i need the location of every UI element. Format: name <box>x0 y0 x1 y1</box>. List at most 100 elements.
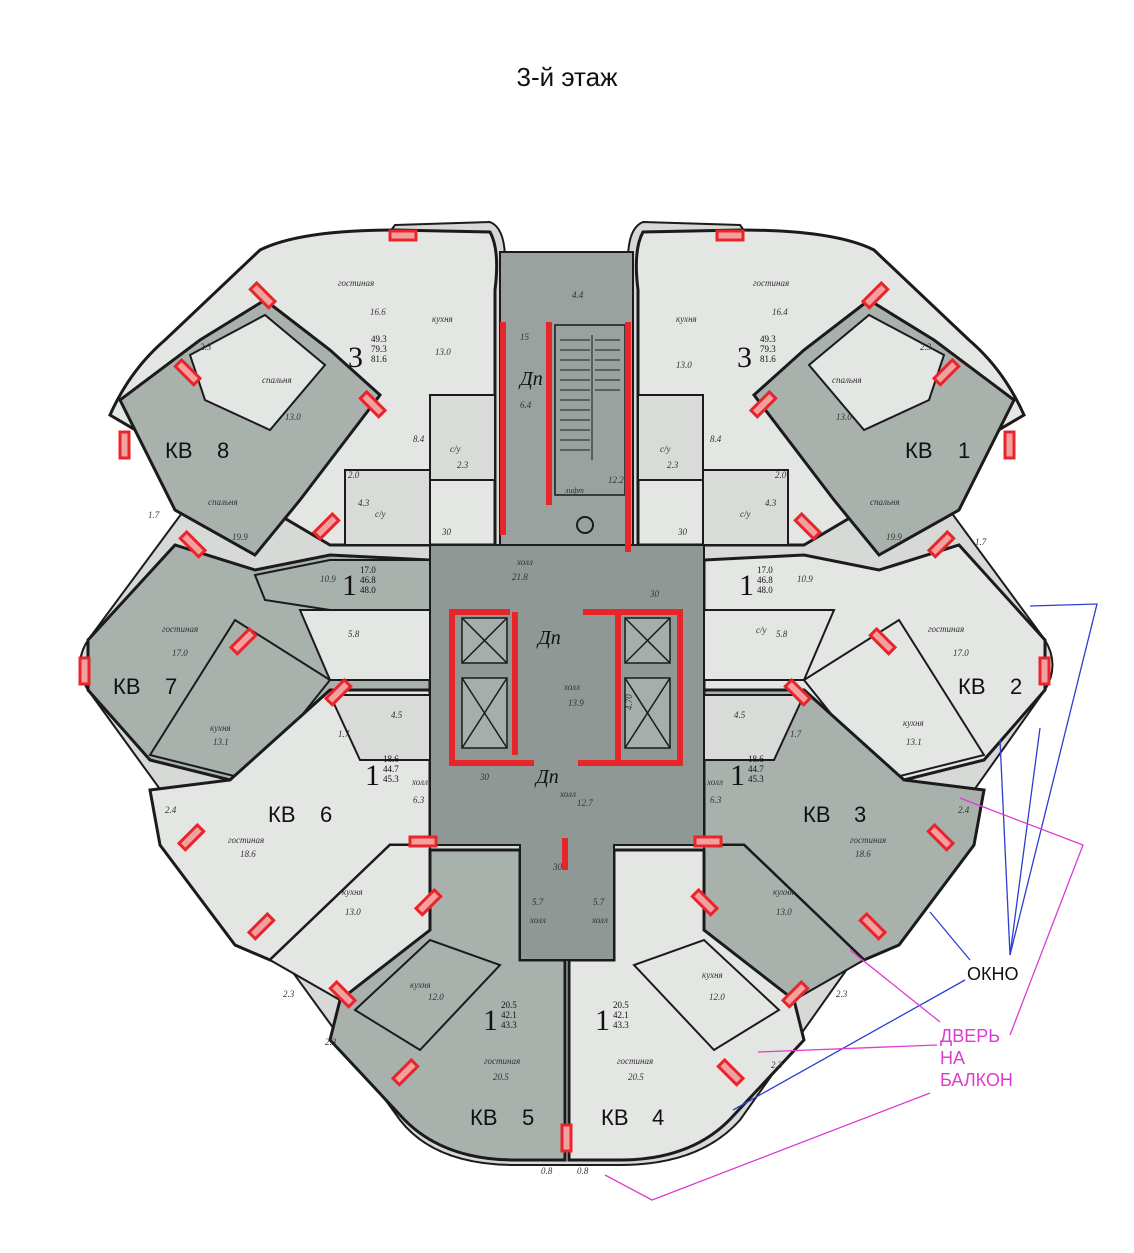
svg-text:2.3: 2.3 <box>325 1037 337 1047</box>
svg-text:1: 1 <box>730 759 745 792</box>
svg-text:холл: холл <box>411 777 428 787</box>
room-annotations: гостиная 16.6 кухня 13.0 спальня 13.0 2.… <box>148 278 987 1176</box>
svg-text:46.8: 46.8 <box>757 575 773 585</box>
svg-text:15: 15 <box>520 332 530 342</box>
svg-text:кухня: кухня <box>432 314 453 324</box>
apartment-6 <box>148 688 432 1002</box>
svg-text:42.1: 42.1 <box>613 1010 629 1020</box>
lift-shafts <box>461 617 671 749</box>
svg-text:5.7: 5.7 <box>593 897 605 907</box>
svg-text:20.5: 20.5 <box>613 1000 629 1010</box>
svg-text:кухня: кухня <box>210 723 231 733</box>
apt-2-label: КВ <box>958 674 986 699</box>
svg-text:18.6: 18.6 <box>383 754 399 764</box>
svg-text:48.0: 48.0 <box>360 585 376 595</box>
svg-text:4.4: 4.4 <box>572 290 584 300</box>
apt-7-label: КВ <box>113 674 141 699</box>
svg-text:19.9: 19.9 <box>232 532 248 542</box>
svg-text:холл: холл <box>559 789 576 799</box>
svg-text:30: 30 <box>441 527 452 537</box>
svg-text:спальня: спальня <box>262 375 292 385</box>
svg-text:19.9: 19.9 <box>886 532 902 542</box>
legend-door-1: ДВЕРЬ <box>940 1026 1000 1046</box>
svg-text:с/у: с/у <box>375 509 386 519</box>
svg-text:гостиная: гостиная <box>162 624 198 634</box>
apt-3-label: КВ <box>803 802 831 827</box>
svg-text:48.0: 48.0 <box>757 585 773 595</box>
svg-text:гостиная: гостиная <box>753 278 789 288</box>
svg-text:30: 30 <box>677 527 688 537</box>
svg-text:холл: холл <box>563 682 580 692</box>
page-title: 3-й этаж <box>516 62 618 92</box>
svg-text:1: 1 <box>739 569 754 602</box>
svg-text:кухня: кухня <box>903 718 924 728</box>
svg-text:49.3: 49.3 <box>760 334 776 344</box>
svg-text:гостиная: гостиная <box>338 278 374 288</box>
svg-text:спальня: спальня <box>208 497 238 507</box>
svg-text:43.3: 43.3 <box>501 1020 517 1030</box>
apt-5-number: 5 <box>522 1105 534 1130</box>
svg-text:13.1: 13.1 <box>213 737 229 747</box>
svg-text:2.4: 2.4 <box>958 805 970 815</box>
svg-text:лифт: лифт <box>564 486 584 495</box>
svg-text:с/у: с/у <box>740 509 751 519</box>
apt-8-label: КВ <box>165 438 193 463</box>
svg-text:49.3: 49.3 <box>371 334 387 344</box>
svg-text:кухня: кухня <box>410 980 431 990</box>
svg-text:20.5: 20.5 <box>493 1072 509 1082</box>
badge-apt-5: 1 20.5 42.1 43.3 <box>483 1000 517 1037</box>
svg-text:18.6: 18.6 <box>855 849 871 859</box>
svg-text:17.0: 17.0 <box>172 648 188 658</box>
svg-text:1: 1 <box>595 1004 610 1037</box>
svg-text:2.0: 2.0 <box>775 470 787 480</box>
core <box>429 251 705 961</box>
apt-8-number: 8 <box>217 438 229 463</box>
apt-6-label: КВ <box>268 802 296 827</box>
svg-text:16.4: 16.4 <box>772 307 788 317</box>
door-pointer-lines <box>604 797 1084 1201</box>
svg-text:Дп: Дп <box>518 368 543 390</box>
svg-text:13.0: 13.0 <box>836 412 852 422</box>
svg-text:13.0: 13.0 <box>285 412 301 422</box>
svg-text:1: 1 <box>342 569 357 602</box>
svg-text:0.8: 0.8 <box>577 1166 589 1176</box>
svg-text:с/у: с/у <box>660 444 671 454</box>
svg-text:17.0: 17.0 <box>953 648 969 658</box>
svg-text:4.3: 4.3 <box>358 498 370 508</box>
svg-text:18.6: 18.6 <box>240 849 256 859</box>
svg-text:Дп: Дп <box>534 766 559 788</box>
svg-text:3: 3 <box>737 341 752 374</box>
badge-apt-8: 3 49.3 79.3 81.6 <box>348 334 387 374</box>
svg-text:6.3: 6.3 <box>413 795 425 805</box>
svg-text:42.1: 42.1 <box>501 1010 517 1020</box>
window-pointer-lines <box>732 603 1098 1111</box>
apartment-7 <box>86 543 432 782</box>
svg-text:2.3: 2.3 <box>283 989 295 999</box>
svg-text:1.7: 1.7 <box>338 729 350 739</box>
svg-text:гостиная: гостиная <box>850 835 886 845</box>
svg-text:18.6: 18.6 <box>748 754 764 764</box>
svg-text:16.6: 16.6 <box>370 307 386 317</box>
svg-text:13.9: 13.9 <box>568 698 584 708</box>
svg-text:6.4: 6.4 <box>520 400 532 410</box>
svg-text:2.3: 2.3 <box>200 342 212 352</box>
svg-text:5.8: 5.8 <box>348 629 360 639</box>
apartment-2 <box>702 543 1047 782</box>
svg-text:2.3: 2.3 <box>457 460 469 470</box>
area-badges: 3 49.3 79.3 81.6 3 49.3 79.3 81.6 1 17.0… <box>342 334 776 1037</box>
svg-text:с/у: с/у <box>756 625 767 635</box>
svg-text:6.3: 6.3 <box>710 795 722 805</box>
svg-text:13.1: 13.1 <box>906 737 922 747</box>
badge-apt-1: 3 49.3 79.3 81.6 <box>737 334 776 374</box>
apartment-8 <box>108 228 499 557</box>
apt-6-number: 6 <box>320 802 332 827</box>
apt-7-number: 7 <box>165 674 177 699</box>
legend-door-3: БАЛКОН <box>940 1070 1013 1090</box>
legend-window: ОКНО <box>967 964 1019 984</box>
svg-text:кухня: кухня <box>702 970 723 980</box>
svg-text:13.0: 13.0 <box>345 907 361 917</box>
svg-text:46.8: 46.8 <box>360 575 376 585</box>
apt-1-number: 1 <box>958 438 970 463</box>
svg-text:13.0: 13.0 <box>776 907 792 917</box>
